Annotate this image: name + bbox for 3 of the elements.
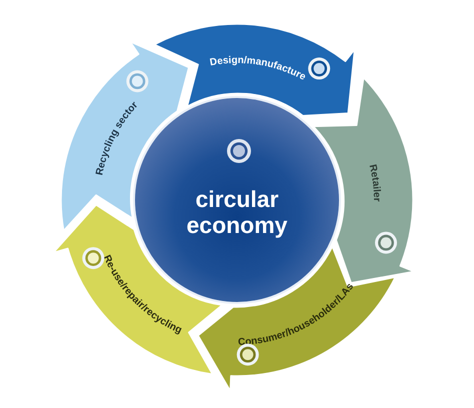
center-label: circular economy — [186, 186, 288, 238]
arrow-segment — [312, 76, 415, 284]
arrow-segment — [154, 23, 356, 116]
